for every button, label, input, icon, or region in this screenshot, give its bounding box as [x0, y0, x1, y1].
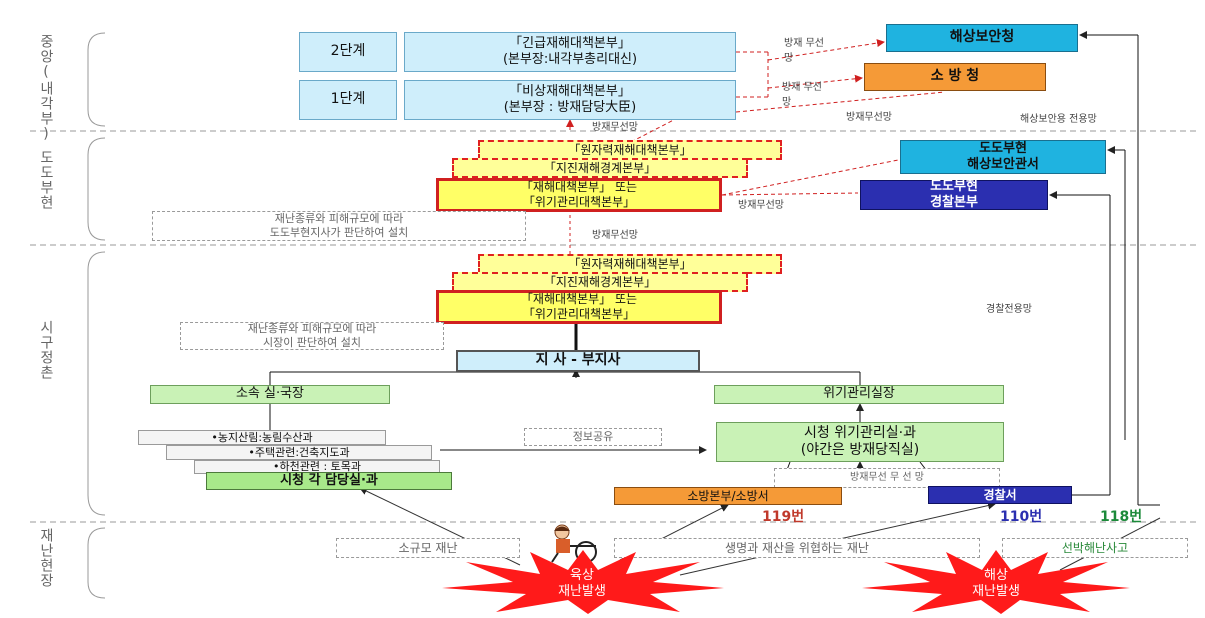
sea-disaster-burst-icon — [862, 550, 1130, 614]
pref-police-hq: 도도부현 경찰본부 — [860, 178, 1048, 210]
sea-disaster-l2: 재난발생 — [972, 584, 1020, 599]
pref-coast-office-l2: 해상보안관서 — [967, 157, 1039, 172]
muni-quake-hq: 「지진재해경계본부」 — [452, 272, 748, 292]
radio-net-label-f: 방재무선망 — [592, 230, 638, 241]
city-crisis-office-l1: 시청 위기관리실·과 — [804, 424, 916, 441]
number-118: 118번 — [1100, 509, 1143, 525]
emergency-disaster-hq: 「긴급재해대책본부」 (본부장:내각부총리대신) — [404, 32, 736, 72]
pref-coast-office-l1: 도도부현 — [979, 140, 1027, 156]
pref-setup-note-l2: 도도부현지사가 판단하여 설치 — [269, 226, 409, 239]
muni-disaster-hq: 「재해대책본부」 또는 「위기관리대책본부」 — [436, 290, 722, 324]
dept-river: •하천관련 : 토목과 — [194, 460, 440, 474]
pref-disaster-hq: 「재해대책본부」 또는 「위기관리대책본부」 — [436, 178, 722, 212]
sea-disaster-l1: 해상 — [984, 567, 1008, 583]
land-disaster-burst-icon — [442, 550, 724, 614]
section-label-central: 중앙(내각부) — [38, 34, 54, 143]
injured-person-icon — [551, 524, 597, 563]
city-depts-box: 시청 각 담당실·과 — [206, 472, 452, 490]
emergency-hq-title: 「긴급재해대책본부」 — [509, 35, 631, 51]
pref-police-hq-l1: 도도부현 — [930, 178, 978, 194]
pref-setup-note: 재난종류와 피해규모에 따라 도도부현지사가 판단하여 설치 — [152, 211, 526, 241]
radio-net-label-c: 방재무선망 — [846, 112, 892, 123]
land-disaster-label: 육상 재난발생 — [532, 566, 632, 602]
pref-quake-hq: 「지진재해경계본부」 — [452, 158, 748, 178]
coast-guard-box: 해상보안청 — [886, 24, 1078, 52]
pref-coast-office: 도도부현 해상보안관서 — [900, 140, 1106, 174]
city-crisis-office: 시청 위기관리실·과 (야간은 방재당직실) — [716, 422, 1004, 462]
city-crisis-office-l2: (야간은 방재당직실) — [800, 442, 920, 458]
coast-net-label: 해상보안용 전용망 — [1020, 114, 1097, 125]
number-110: 110번 — [1000, 509, 1043, 525]
pref-setup-note-l1: 재난종류와 피해규모에 따라 — [274, 212, 404, 226]
extraordinary-disaster-hq: 「비상재해대책본부」 (본부장 : 방재담당大臣) — [404, 80, 736, 120]
police-net-label: 경찰전용망 — [986, 304, 1032, 315]
major-disaster-label: 생명과 재산을 위협하는 재난 — [614, 538, 980, 558]
stage1-label: 1단계 — [299, 80, 397, 120]
extraordinary-hq-head: (본부장 : 방재담당大臣) — [503, 100, 637, 115]
ship-accident-label: 선박해난사고 — [1002, 538, 1188, 558]
muni-setup-note: 재난종류와 피해규모에 따라 시장이 판단하여 설치 — [180, 322, 444, 350]
muni-setup-note-l2: 시장이 판단하여 설치 — [262, 336, 362, 349]
land-disaster-l1: 육상 — [570, 567, 594, 583]
pref-nuclear-hq: 「원자력재해대책본부」 — [478, 140, 782, 160]
info-share-label: 정보공유 — [524, 428, 662, 446]
section-label-municipal: 시구정촌 — [38, 320, 54, 380]
dept-housing: •주택관련:건축지도과 — [166, 445, 432, 460]
extraordinary-hq-title: 「비상재해대책본부」 — [509, 83, 631, 99]
muni-nuclear-hq: 「원자력재해대책본부」 — [478, 254, 782, 274]
fire-agency-box: 소 방 청 — [864, 63, 1046, 91]
section-label-site: 재난현장 — [38, 528, 54, 588]
police-station-box: 경찰서 — [928, 486, 1072, 504]
number-119: 119번 — [762, 509, 805, 525]
radio-net-label-b: 방재 무선망 — [782, 82, 822, 108]
section-label-prefecture: 도도부현 — [38, 150, 54, 210]
dept-agriculture: •농지산림:농림수산과 — [138, 430, 386, 445]
crisis-chief-box: 위기관리실장 — [714, 385, 1004, 404]
pref-police-hq-l2: 경찰본부 — [930, 195, 978, 210]
muni-disaster-hq-l2: 「위기관리대책본부」 — [522, 307, 636, 321]
emergency-hq-head: (본부장:내각부총리대신) — [502, 52, 638, 67]
muni-disaster-hq-l1: 「재해대책본부」 또는 — [520, 292, 638, 306]
land-disaster-l2: 재난발생 — [558, 584, 606, 599]
sea-disaster-label: 해상 재난발생 — [946, 566, 1046, 602]
radio-net-label-a: 방재 무선망 — [784, 38, 824, 64]
radio-net-label-e: 방재무선망 — [738, 200, 784, 211]
affiliated-chiefs-box: 소속 실·국장 — [150, 385, 390, 404]
small-disaster-label: 소규모 재난 — [336, 538, 520, 558]
pref-disaster-hq-l2: 「위기관리대책본부」 — [522, 195, 636, 209]
pref-disaster-hq-l1: 「재해대책본부」 또는 — [520, 180, 638, 194]
radio-net-label-g: 방재무선 무 선 망 — [774, 468, 1000, 488]
radio-net-label-d: 방재무선망 — [592, 122, 638, 133]
fire-station-box: 소방본부/소방서 — [614, 487, 842, 505]
stage2-label: 2단계 — [299, 32, 397, 72]
governor-box: 지 사 - 부지사 — [456, 350, 700, 372]
muni-setup-note-l1: 재난종류와 피해규모에 따라 — [247, 322, 377, 336]
